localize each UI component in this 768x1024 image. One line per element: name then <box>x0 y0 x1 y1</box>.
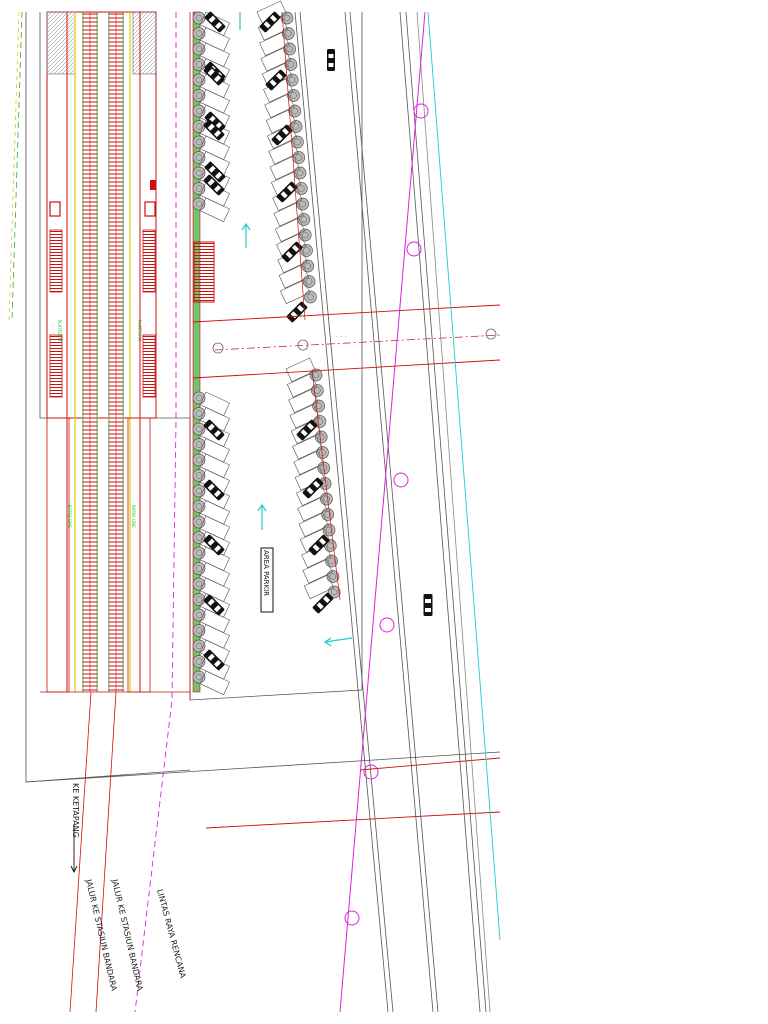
rail-extension-lines <box>69 12 191 1013</box>
arrow-down-icon <box>70 825 78 874</box>
left-green-dash-lines <box>8 11 23 321</box>
bottom-labels: KE KETAPANG JALUR KE STASIUN BANDARA JAL… <box>70 783 188 992</box>
cyan-boundary-line <box>427 11 501 941</box>
svg-text:BATAS LINE: BATAS LINE <box>67 505 72 528</box>
parked-car-icon <box>302 477 324 499</box>
car-icon <box>327 49 335 71</box>
svg-text:PLATFORM: PLATFORM <box>57 320 62 342</box>
parked-car-icon <box>276 181 298 203</box>
road-vehicles <box>327 49 433 616</box>
parked-car-icon <box>296 419 318 441</box>
parked-car-icon <box>203 64 225 86</box>
parked-car-icon <box>281 241 303 263</box>
parked-car-icon <box>203 649 225 671</box>
road-markers <box>212 328 497 354</box>
tree-icon <box>304 290 317 304</box>
staircase <box>193 241 215 303</box>
main-road-lines <box>294 11 491 1013</box>
road-dim-label: · · · <box>335 334 347 339</box>
parked-car-icon <box>312 592 334 614</box>
parked-car-icon <box>203 174 225 196</box>
parked-car-icon <box>204 11 226 33</box>
parked-car-icon <box>265 69 287 91</box>
parking-row-left-bottom <box>192 391 230 696</box>
parked-car-icon <box>203 419 225 441</box>
car-icon <box>423 594 433 616</box>
parked-car-icon <box>203 119 225 141</box>
arrow-up-icon <box>257 503 267 530</box>
magenta-alignment <box>339 11 429 1013</box>
parked-car-icon <box>203 534 225 556</box>
crossing-road <box>192 304 501 829</box>
parked-car-icon <box>308 534 330 556</box>
parked-car-icon <box>203 594 225 616</box>
direction-arrows <box>239 12 353 647</box>
area-parkir-label: AREA PARKIR <box>260 547 274 613</box>
magenta-dashed-line <box>134 12 177 1013</box>
svg-text:BATAS LINE: BATAS LINE <box>131 505 136 528</box>
roof-block-right <box>132 11 157 75</box>
area-parkir-text: AREA PARKIR <box>262 550 270 596</box>
station-platform: PLATFORM PLATFORM <box>46 11 157 419</box>
railway-tracks: BATAS LINE BATAS LINE <box>40 12 190 693</box>
parked-car-icon <box>203 479 225 501</box>
parked-car-icon <box>271 124 293 146</box>
parking-row-right-top <box>256 0 317 323</box>
parked-car-icon <box>204 161 226 183</box>
lintas-raya-label: LINTAS RAYA RENCANA <box>155 888 188 979</box>
arrow-up-icon <box>241 222 251 248</box>
parking-row-left-top <box>192 11 230 223</box>
ke-ketapang-label: KE KETAPANG <box>71 783 80 838</box>
roof-block-left <box>46 11 76 75</box>
arrow-left-icon <box>323 637 353 647</box>
parking-row-right-bottom <box>285 357 341 614</box>
parked-car-icon <box>259 11 281 33</box>
